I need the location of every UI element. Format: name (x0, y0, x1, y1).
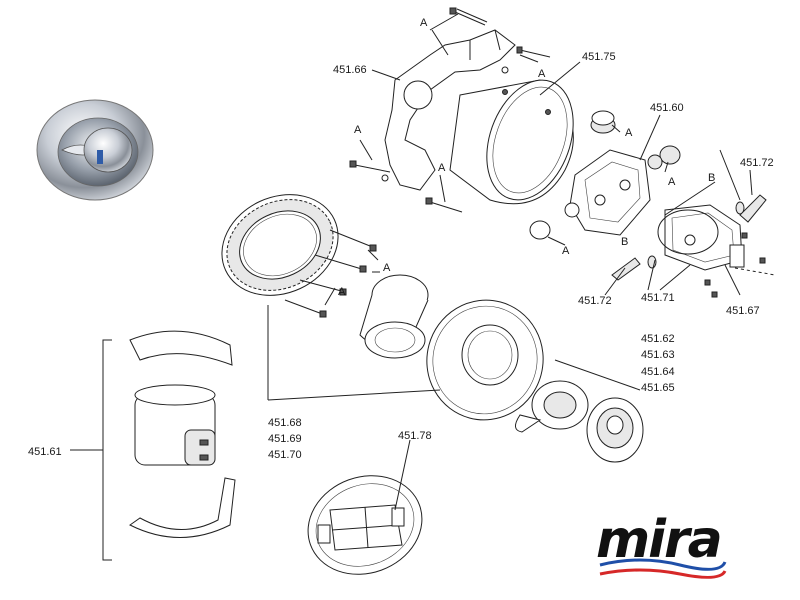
control-knob-451-62 (515, 359, 644, 463)
product-photo (36, 99, 154, 201)
label-451-69: 451.69 (268, 433, 302, 445)
callout-a: A (625, 127, 633, 139)
callout-b: B (621, 236, 629, 248)
long-screws-a (284, 229, 377, 318)
label-451-67: 451.67 (726, 305, 760, 317)
sleeve-451-69 (359, 274, 429, 359)
cartridge-451-71 (647, 201, 745, 271)
label-451-64: 451.64 (641, 366, 675, 378)
label-451-78: 451.78 (398, 430, 432, 442)
valve-body-451-60 (529, 110, 681, 240)
label-451-61: 451.61 (28, 446, 62, 458)
screws-451-67 (704, 232, 776, 298)
label-451-72-bottom: 451.72 (578, 295, 612, 307)
callout-a: A (354, 124, 362, 136)
label-451-60: 451.60 (650, 102, 684, 114)
mira-logo-waves (599, 558, 727, 579)
callout-a: A (420, 17, 428, 29)
mira-logo-text: mira (596, 510, 723, 570)
label-451-68: 451.68 (268, 417, 302, 429)
label-451-65: 451.65 (641, 382, 675, 394)
label-451-63: 451.63 (641, 349, 675, 361)
callout-a: A (438, 162, 446, 174)
callout-a: A (383, 262, 391, 274)
label-451-72-top: 451.72 (740, 157, 774, 169)
callout-a: A (562, 245, 570, 257)
label-451-62: 451.62 (641, 333, 675, 345)
frame-451-78 (307, 475, 423, 575)
callout-a: A (338, 286, 346, 298)
screws-a (349, 7, 551, 213)
label-451-71: 451.71 (641, 292, 675, 304)
seals-451-72 (611, 194, 767, 281)
ring-451-68 (221, 194, 339, 296)
label-451-75: 451.75 (582, 51, 616, 63)
housing-451-75 (449, 79, 574, 205)
callout-b: B (708, 172, 716, 184)
leader-lines (267, 13, 753, 511)
bracket-451-66 (384, 29, 516, 191)
callout-a: A (538, 68, 546, 80)
label-451-66: 451.66 (333, 64, 367, 76)
callout-a: A (668, 176, 676, 188)
plate-451-70 (426, 299, 544, 421)
body-assembly-451-61 (70, 330, 236, 561)
mira-logo: mira (592, 510, 723, 582)
label-451-70: 451.70 (268, 449, 302, 461)
